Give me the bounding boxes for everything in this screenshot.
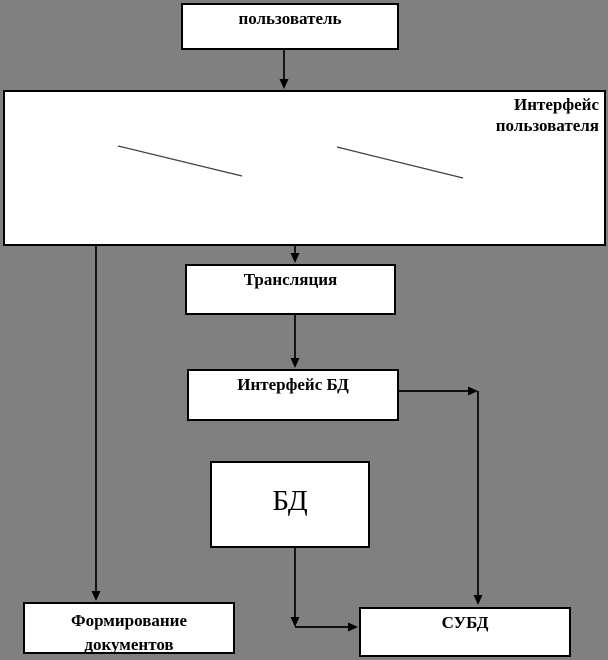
arrow-user-interface-to-translation: [290, 246, 300, 263]
node-user-interface: Интерфейс пользователя: [3, 90, 606, 246]
node-db: БД: [210, 461, 370, 548]
arrow-db-to-dbms: [290, 548, 358, 632]
node-translation-label: Трансляция: [243, 270, 338, 289]
node-dbms: СУБД: [359, 607, 571, 657]
arrow-user-interface-to-doc-generation: [91, 246, 101, 601]
node-doc-generation-label: Формирование документов: [70, 611, 188, 654]
node-doc-generation: Формирование документов: [23, 602, 235, 654]
node-user-label: пользователь: [238, 9, 342, 28]
arrow-user-to-user-interface: [279, 50, 289, 89]
node-db-label: БД: [272, 485, 308, 517]
arrow-db-interface-to-dbms: [399, 386, 483, 605]
node-translation: Трансляция: [185, 264, 396, 315]
arrow-translation-to-db-interface: [290, 315, 300, 368]
node-db-interface: Интерфейс БД: [187, 369, 399, 421]
node-user-interface-label: Интерфейс пользователя: [495, 95, 599, 135]
node-dbms-label: СУБД: [441, 613, 489, 632]
node-user: пользователь: [181, 3, 399, 50]
node-db-interface-label: Интерфейс БД: [237, 375, 349, 394]
